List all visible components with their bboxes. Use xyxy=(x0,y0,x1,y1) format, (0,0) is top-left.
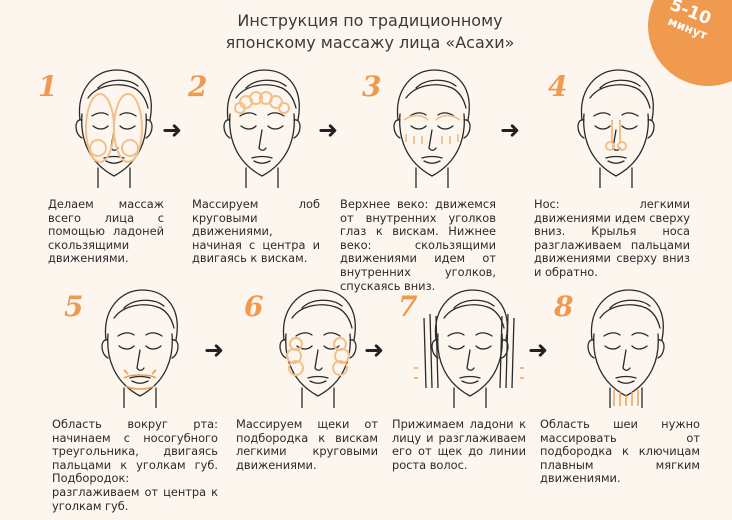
step-8-text: Область шеи нужно массировать от подборо… xyxy=(540,418,700,486)
title-line-2: японскому массажу лица «Асахи» xyxy=(170,32,570,54)
face-illustration-5 xyxy=(84,278,194,408)
face-illustration-7 xyxy=(414,278,524,408)
step-5-number: 5 xyxy=(64,290,83,323)
face-illustration-6 xyxy=(262,278,372,408)
step-4-text: Нос: легкими движениями идем сверху вниз… xyxy=(534,198,690,280)
step-2-number: 2 xyxy=(188,70,207,103)
face-illustration-4 xyxy=(560,58,670,188)
face-illustration-8 xyxy=(570,278,680,408)
arrow-right-icon: ➜ xyxy=(528,338,548,362)
arrow-right-icon: ➜ xyxy=(364,338,384,362)
arrow-right-icon: ➜ xyxy=(204,338,224,362)
page-title: Инструкция по традиционному японскому ма… xyxy=(170,10,570,54)
arrow-right-icon: ➜ xyxy=(318,118,338,142)
arrow-right-icon: ➜ xyxy=(162,118,182,142)
arrow-right-icon: ➜ xyxy=(500,118,520,142)
face-illustration-3 xyxy=(376,58,486,188)
step-1-number: 1 xyxy=(38,70,57,103)
step-2-text: Массируем лоб круговыми движениями, начи… xyxy=(192,198,320,266)
title-line-1: Инструкция по традиционному xyxy=(170,10,570,32)
step-7-text: Прижимаем ладони к лицу и разглаживаем е… xyxy=(392,418,526,472)
step-6-number: 6 xyxy=(244,290,263,323)
face-illustration-2 xyxy=(206,58,316,188)
step-1-text: Делаем массаж всего лица с помощью ладон… xyxy=(48,198,164,266)
step-5-text: Область вокруг рта: начинаем с носогубно… xyxy=(52,418,218,513)
step-6-text: Массируем щеки от подбородка к вискам ле… xyxy=(236,418,378,472)
face-illustration-1 xyxy=(58,58,168,188)
